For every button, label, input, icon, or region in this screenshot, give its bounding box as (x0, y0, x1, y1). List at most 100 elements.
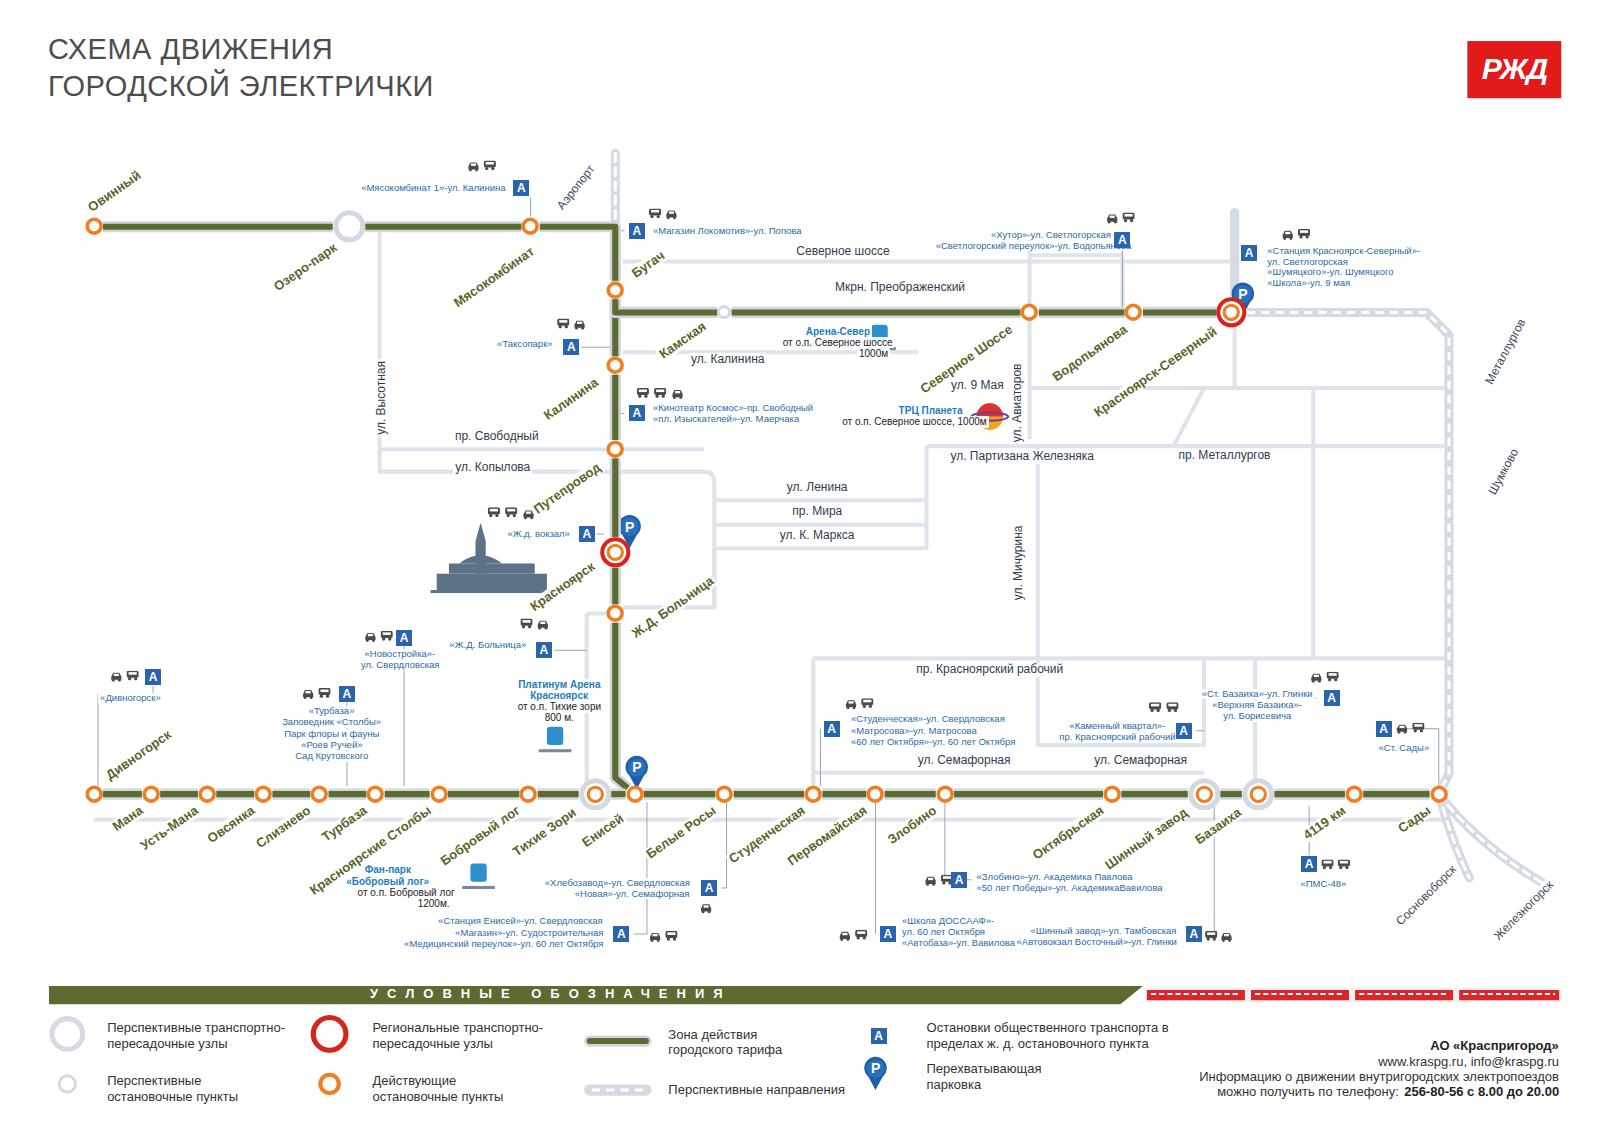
station-name: Дивногорск (102, 726, 176, 784)
station-node: Базаиха (1242, 778, 1275, 811)
poi-title: Фан-парк (363, 864, 413, 876)
rail-segment (615, 623, 627, 789)
rail-stroke (329, 791, 367, 797)
station-circle (606, 440, 624, 458)
street-grid (927, 444, 1449, 448)
bus-stop-text: «Станция Енисей»-ул. Свердловская (436, 916, 605, 926)
rail-stroke (1220, 788, 1241, 799)
universiade-logos (462, 325, 896, 889)
station-node: 4119 км (1345, 785, 1363, 803)
street-name: ул. Партизана Железняка (948, 450, 1096, 464)
station-circle (606, 356, 624, 374)
transport-icons (303, 690, 313, 699)
bus-stop-text: «Матросова»-ул. Матросова (849, 726, 979, 736)
transport-icons (505, 507, 517, 517)
bus-stop-text: «Ж.Д. Больница» (448, 640, 529, 650)
station-circle (719, 307, 730, 318)
rail-stroke (612, 458, 618, 537)
rail-segment (1274, 794, 1344, 795)
rail-stroke (216, 791, 254, 797)
bus-stop-text: «Автобаза»-ул. Вавилова (900, 938, 1017, 948)
bus-stop-text: «Школа ДОССААФ»- (900, 916, 996, 926)
rail-segment (1039, 312, 1125, 313)
rail-segment (103, 794, 142, 795)
transport-icons (127, 671, 139, 681)
bus-stop-text: «Каменный квартал»- (1067, 721, 1167, 731)
bus-stop-sign: А (1114, 232, 1130, 248)
station-name: Шинный завод (1101, 804, 1192, 874)
station-circle (200, 787, 214, 801)
transport-icons (318, 688, 330, 698)
rail-stroke (822, 791, 866, 797)
transport-icons (557, 319, 569, 329)
rail-segment (538, 794, 579, 795)
station-node: Студенческая (804, 785, 822, 803)
bus-stop-text: пр. Красноярский рабочий (1057, 732, 1177, 742)
logo-text: РЖД (1482, 52, 1547, 87)
bus-stop-text: «Ж.д. вокзал» (505, 529, 571, 539)
transport-icons (1298, 229, 1310, 239)
street-grid (1253, 658, 1257, 794)
bus-stop-sign: А (629, 405, 645, 421)
legend-text: Перспективные направления (668, 1082, 882, 1098)
transport-icons (1397, 725, 1407, 734)
rail-segment (540, 227, 616, 281)
transport-icons (1205, 931, 1217, 941)
bus-stop-text: «Кинотеатр Космос»-пр. Свободный (651, 403, 815, 413)
mall-logo (977, 403, 1004, 416)
transport-icons (1149, 702, 1161, 712)
bus-stop-sign: А (145, 669, 161, 685)
rail-stroke (612, 568, 618, 605)
station-circle (521, 217, 539, 235)
station-circle (142, 785, 160, 803)
street-name: пр. Свободный (453, 430, 541, 444)
street-grid (1038, 446, 1204, 745)
transport-icons (488, 507, 500, 517)
station-node: Тихие Зори (579, 778, 612, 811)
rail-segment (611, 794, 625, 795)
bus-stop-sign: А (536, 642, 552, 658)
street-name: ул. К. Маркса (778, 529, 857, 543)
bus-stop-text: ул. Светлогорская (1265, 257, 1350, 267)
map-title: СХЕМА ДВИЖЕНИЯ ГОРОДСКОЙ ЭЛЕКТРИЧКИ (48, 31, 498, 106)
rail-segment (385, 794, 430, 795)
bus-stop-sign: А (1324, 690, 1340, 706)
station-circle (1188, 778, 1221, 811)
station-circle (1245, 780, 1272, 807)
station-circle (606, 604, 624, 622)
transport-icons (846, 700, 856, 709)
station-circle (522, 787, 536, 801)
poi-title: Красноярск (528, 690, 590, 702)
rail-segment (885, 794, 936, 795)
direction-name: Шумково (1485, 445, 1523, 499)
poi-note: от о.п. Северное шоссе, 1000м (840, 416, 988, 428)
transport-icons (1311, 674, 1321, 683)
rail-stroke (1039, 309, 1125, 315)
station-name: Злобино (883, 802, 940, 848)
parking-sign: P (1238, 286, 1247, 302)
rail-stroke (644, 791, 715, 797)
poi-note: 800 м. (543, 712, 576, 724)
rail-stroke (1274, 791, 1344, 797)
station-name: Белые Росы (643, 802, 721, 863)
street-grid (622, 259, 1234, 263)
rail-stroke (1363, 791, 1429, 797)
station-circle (87, 787, 101, 801)
station-circle (430, 785, 448, 803)
station-circle (1127, 305, 1141, 319)
transport-icons (1221, 933, 1231, 942)
rail-stroke (1039, 307, 1125, 318)
street-name: ул. Семафорная (1092, 754, 1189, 768)
bus-stop-text: Заповедник «Столбы» (280, 717, 383, 727)
bus-stop-text: «60 лет Октября»-ул. 60 лет Октября (849, 737, 1017, 747)
station-circle (432, 787, 446, 801)
station-circle (369, 787, 383, 801)
station-circle (144, 787, 158, 801)
rail-stroke (272, 788, 310, 799)
rail-stroke (540, 227, 616, 281)
universiade-logos (539, 749, 572, 752)
bus-stop-sign: А (951, 872, 967, 888)
station-circle (366, 785, 384, 803)
station-circle (310, 785, 328, 803)
